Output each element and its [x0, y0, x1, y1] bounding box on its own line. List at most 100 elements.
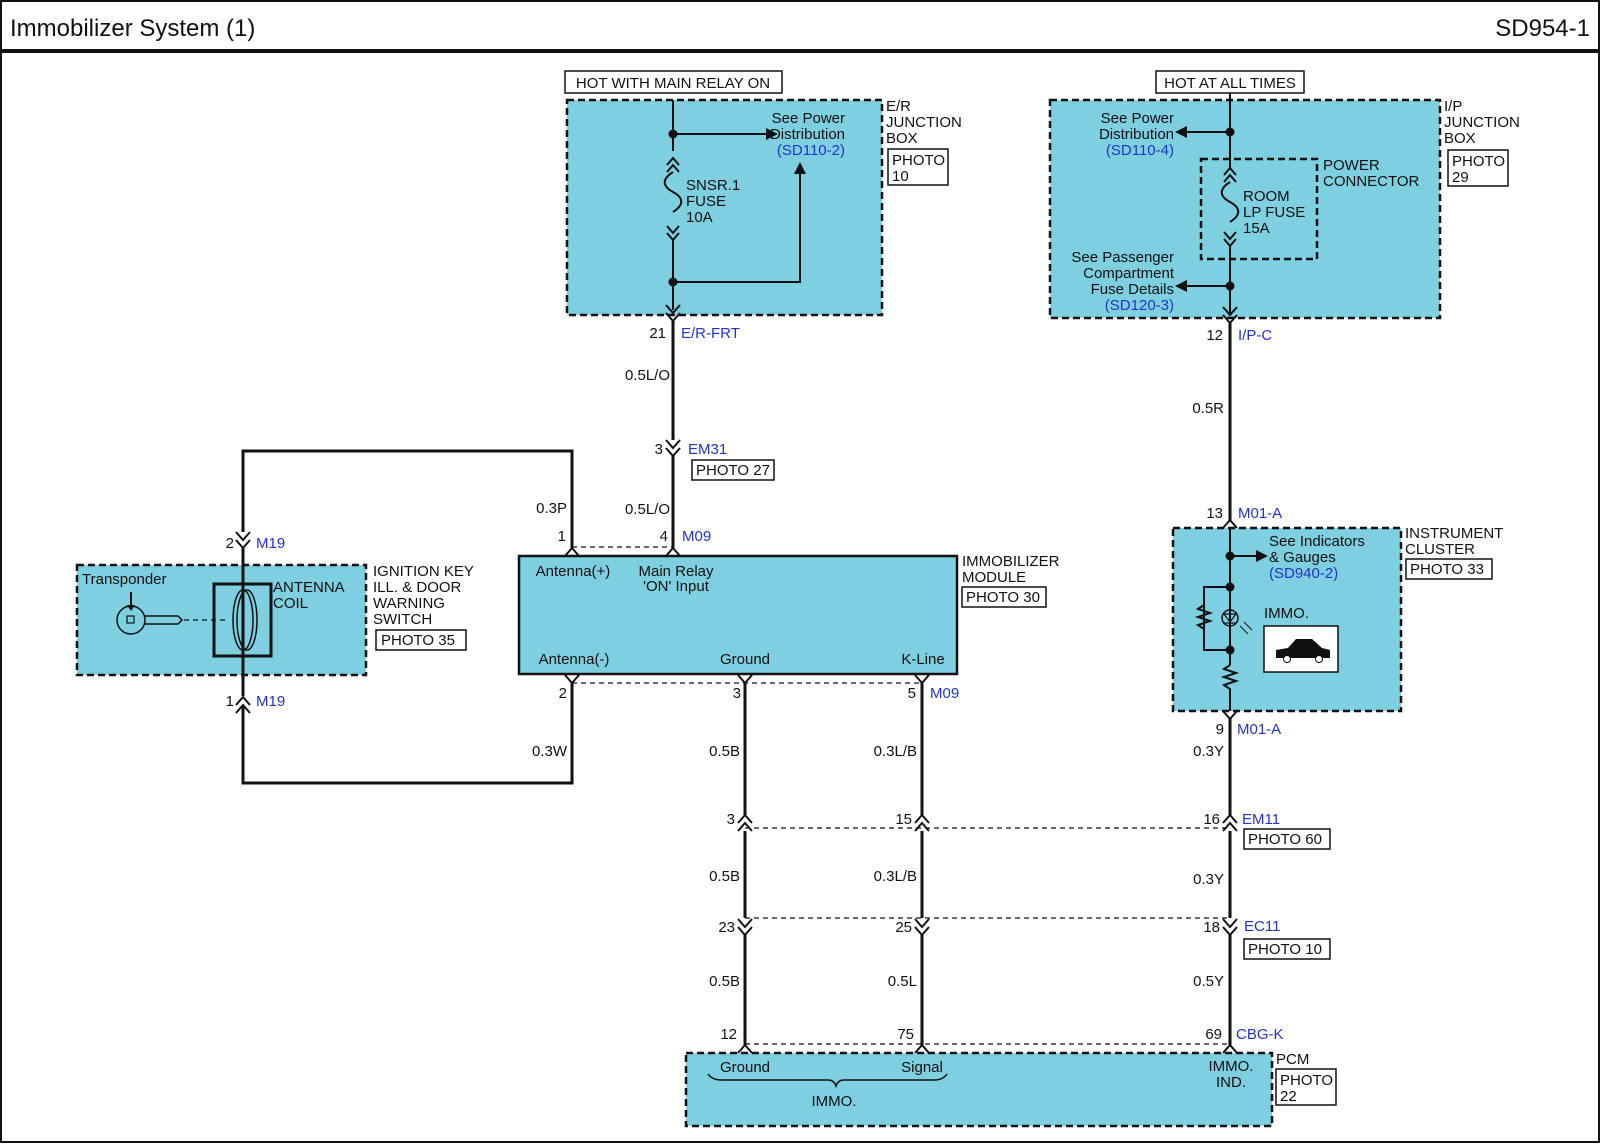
cluster-name-1: INSTRUMENT	[1405, 525, 1503, 542]
key-icon	[116, 605, 184, 635]
module-photo-box	[961, 586, 1047, 608]
ignition-name-3: WARNING	[373, 595, 445, 612]
arrow-left-icon	[1175, 126, 1187, 138]
ip-junction-box: I/P JUNCTION BOX PHOTO 29 See Power Dist…	[1048, 93, 1520, 325]
cluster-pin-top: 13	[1206, 505, 1223, 522]
wire-label-03LB-b: 0.3L/B	[874, 868, 917, 885]
em11-pin-3: 16	[1203, 811, 1220, 828]
module-conn-top: M09	[682, 528, 711, 545]
connector-em11: 3 15 16 EM11 PHOTO 60	[727, 811, 1331, 850]
pcm-photo-1: PHOTO	[1280, 1072, 1333, 1089]
ec11-pin-3: 18	[1203, 919, 1220, 936]
pcm-signal: Signal	[901, 1059, 943, 1076]
er-fuse-2: FUSE	[686, 193, 726, 210]
cluster-photo: PHOTO 33	[1410, 561, 1484, 578]
pcm-immo-ind-1: IMMO.	[1209, 1058, 1254, 1075]
pcm-ground: Ground	[720, 1059, 770, 1076]
er-connector: E/R-FRT	[681, 325, 740, 342]
power-connector-1: POWER	[1323, 157, 1380, 174]
module-conn-bot: M09	[930, 685, 959, 702]
power-connector-2: CONNECTOR	[1323, 173, 1420, 190]
module-photo: PHOTO 30	[966, 589, 1040, 606]
module-antenna-pos: Antenna(+)	[536, 563, 611, 580]
ip-see-pass-1: See Passenger	[1071, 249, 1174, 266]
ip-see-pass-ref: (SD120-3)	[1105, 297, 1174, 314]
pcm-photo-box	[1275, 1068, 1337, 1106]
fuse-icon	[663, 171, 683, 213]
immo-brace	[707, 1073, 948, 1089]
ip-fuse-3: 15A	[1243, 220, 1270, 237]
er-box-photo-box	[887, 148, 949, 186]
wire-label-03Y-a: 0.3Y	[1193, 743, 1224, 760]
er-box-name-1: E/R	[886, 98, 911, 115]
antenna-coil-icon	[232, 589, 254, 651]
page-title: Immobilizer System (1)	[10, 15, 255, 42]
em11-pin-1: 3	[727, 811, 735, 828]
ip-box-name-1: I/P	[1444, 98, 1462, 115]
resistor-icon	[1194, 604, 1214, 630]
er-box-name-3: BOX	[886, 130, 918, 147]
em11-name: EM11	[1242, 811, 1280, 828]
ip-see-power-ref: (SD110-4)	[1106, 142, 1174, 159]
wire-antenna-pos	[241, 449, 574, 548]
ignition-key-switch: 2 M19 IGNITION KEY ILL. & DOOR WARNING S…	[75, 531, 474, 714]
cluster-conn-top: M01-A	[1238, 505, 1282, 522]
fuse-icon	[1220, 181, 1240, 223]
er-junction-box: E/R JUNCTION BOX PHOTO 10 See Power Dist…	[565, 98, 962, 323]
transponder-label: Transponder	[82, 571, 167, 588]
ip-box-photo-box	[1447, 149, 1509, 187]
er-see-1: See Power	[772, 110, 845, 127]
antenna-coil-box	[212, 582, 273, 658]
ip-see-pass-3: Fuse Details	[1091, 281, 1174, 298]
wire-label-03W: 0.3W	[532, 743, 568, 760]
module-kline: K-Line	[901, 651, 944, 668]
cluster-see-2: & Gauges	[1269, 549, 1336, 566]
module-name-2: MODULE	[962, 569, 1026, 586]
ip-see-power-2: Distribution	[1099, 126, 1174, 143]
resistor-icon	[1220, 664, 1240, 697]
instrument-cluster: INSTRUMENT CLUSTER PHOTO 33 See Indicato…	[1171, 518, 1503, 738]
ec11-photo: PHOTO 10	[1248, 941, 1322, 958]
arrow-right-icon	[1256, 550, 1268, 562]
module-pin-bot-5: 5	[908, 685, 916, 702]
em31-pin: 3	[655, 441, 663, 458]
supply-main-relay-label: HOT WITH MAIN RELAY ON	[576, 75, 770, 92]
ip-junction-box-outline	[1048, 98, 1442, 320]
ip-box-photo-1: PHOTO	[1452, 153, 1505, 170]
ip-box-photo-2: 29	[1452, 169, 1469, 186]
wire-label-05B-c: 0.5B	[709, 973, 740, 990]
er-see-2: Distribution	[770, 126, 845, 143]
cluster-immo: IMMO.	[1264, 605, 1309, 622]
module-pin-bot-2: 2	[559, 685, 567, 702]
wire-label-05LO-a: 0.5L/O	[625, 367, 670, 384]
em11-photo-box	[1243, 828, 1331, 850]
module-name-1: IMMOBILIZER	[962, 553, 1060, 570]
car-icon	[1276, 639, 1330, 658]
pcm-pin-1: 12	[720, 1026, 737, 1043]
wire-antenna-neg	[241, 683, 574, 785]
wire-label-03P: 0.3P	[536, 500, 567, 517]
cluster-see-ref: (SD940-2)	[1269, 565, 1338, 582]
ignition-name-4: SWITCH	[373, 611, 432, 628]
ignition-photo: PHOTO 35	[381, 632, 455, 649]
pcm-name: PCM	[1276, 1051, 1309, 1068]
pcm-conn: CBG-K	[1236, 1026, 1284, 1043]
ip-pin: 12	[1206, 327, 1223, 344]
er-fuse-1: SNSR.1	[686, 177, 740, 194]
ip-fuse-2: LP FUSE	[1243, 204, 1305, 221]
er-box-photo-1: PHOTO	[892, 152, 945, 169]
ip-connector: I/P-C	[1238, 327, 1272, 344]
coil-label-1: ANTENNA	[273, 579, 345, 596]
cluster-see-1: See Indicators	[1269, 533, 1365, 550]
ignition-conn-bot: M19	[256, 693, 285, 710]
immobilizer-module-body	[517, 554, 959, 676]
arrow-right-icon	[766, 128, 778, 140]
cluster-pin-bot: 9	[1216, 721, 1224, 738]
wire-label-03LB-a: 0.3L/B	[874, 743, 917, 760]
supply-main-relay-box	[564, 70, 783, 94]
wire-label-03Y-b: 0.3Y	[1193, 871, 1224, 888]
em31-photo-box	[691, 459, 775, 481]
ip-see-power-1: See Power	[1101, 110, 1174, 127]
